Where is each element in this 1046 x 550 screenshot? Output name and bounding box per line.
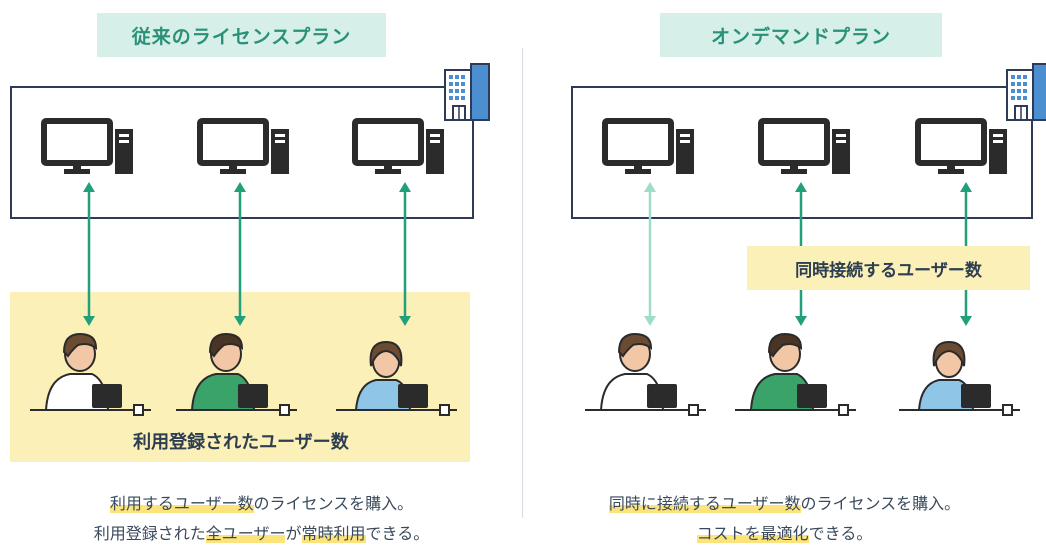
on-demand-description-line-2: コストを最適化できる。 xyxy=(696,524,873,543)
panel-divider xyxy=(522,48,523,518)
registered-user-count-label: 利用登録されたユーザー数 xyxy=(133,432,349,453)
user-with-laptop-icon xyxy=(176,326,298,418)
on-demand-description-line-1: 同時に接続するユーザー数のライセンスを購入。 xyxy=(608,494,961,513)
traditional-description-line-1: 利用するユーザー数のライセンスを購入。 xyxy=(109,494,414,513)
building-icon xyxy=(1005,62,1046,122)
desktop-computer-icon xyxy=(757,118,857,180)
connection-arrow xyxy=(83,182,95,326)
on-demand-plan-title: オンデマンドプラン xyxy=(660,13,942,57)
user-with-laptop-icon xyxy=(585,326,707,418)
user-with-laptop-icon xyxy=(336,326,458,418)
desktop-computer-icon xyxy=(914,118,1014,180)
traditional-description-line-2: 利用登録された全ユーザーが常時利用できる。 xyxy=(93,524,430,543)
user-with-laptop-icon xyxy=(30,326,152,418)
user-with-laptop-icon xyxy=(735,326,857,418)
desktop-computer-icon xyxy=(351,118,451,180)
connection-arrow xyxy=(399,182,411,326)
desktop-computer-icon xyxy=(196,118,296,180)
traditional-plan-title: 従来のライセンスプラン xyxy=(97,13,386,57)
desktop-computer-icon xyxy=(601,118,701,180)
traditional-license-panel: 従来のライセンスプラン 利用登録されたユーザー数 利用するユーザー数のライセンス… xyxy=(10,13,523,543)
concurrent-user-count-label: 同時接続するユーザー数 xyxy=(747,246,1030,290)
connection-arrow xyxy=(234,182,246,326)
inactive-connection-arrow xyxy=(644,182,656,326)
desktop-computer-icon xyxy=(40,118,140,180)
user-with-laptop-icon xyxy=(899,326,1021,418)
on-demand-panel: オンデマンドプラン 同時接続するユーザー数 同時に接続するユーザー数のライセンス… xyxy=(523,0,1046,550)
building-icon xyxy=(443,62,491,122)
